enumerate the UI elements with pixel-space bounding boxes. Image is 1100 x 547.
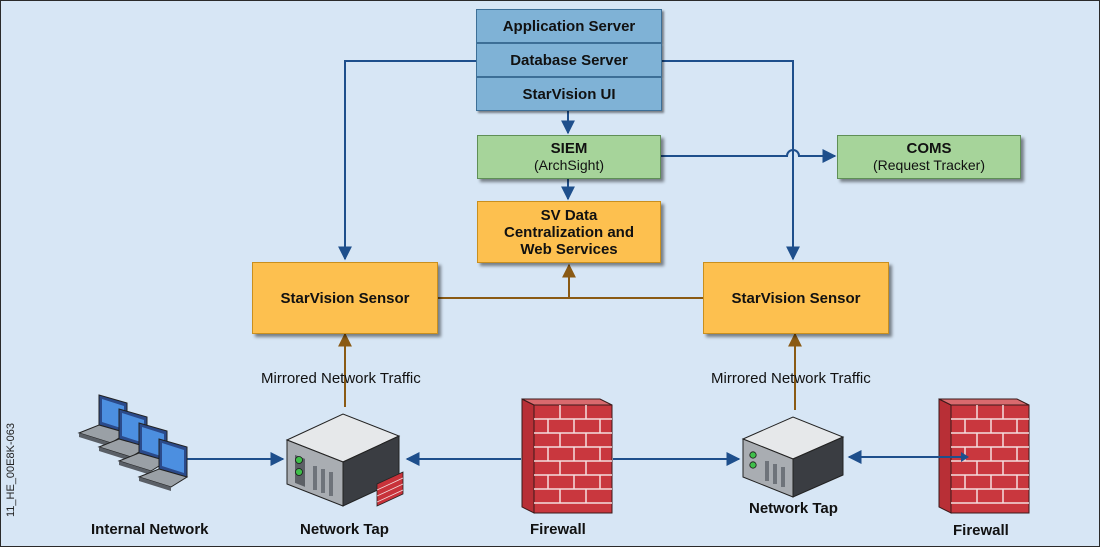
laptop-group-icon bbox=[77, 394, 189, 491]
siem-box: SIEM (ArchSight) bbox=[477, 135, 661, 179]
siem-subtitle: (ArchSight) bbox=[533, 157, 605, 173]
arrow-into-firewall bbox=[931, 452, 969, 462]
right-traffic-label: Mirrored Network Traffic bbox=[711, 370, 871, 387]
application-server-box: Application Server bbox=[476, 9, 662, 43]
starvision-ui-label: StarVision UI bbox=[522, 85, 616, 103]
left-sensor-box: StarVision Sensor bbox=[252, 262, 438, 334]
firewall-brick-icon bbox=[521, 398, 613, 514]
right-sensor-label: StarVision Sensor bbox=[731, 289, 861, 307]
network-tap-icon-right bbox=[741, 416, 845, 498]
coms-subtitle: (Request Tracker) bbox=[872, 157, 986, 173]
starvision-ui-box: StarVision UI bbox=[476, 77, 662, 111]
firewall-brick-icon-right bbox=[938, 398, 1030, 514]
database-server-label: Database Server bbox=[510, 51, 628, 69]
sv-data-line1: SV Data bbox=[540, 206, 598, 224]
sv-data-box: SV Data Centralization and Web Services bbox=[477, 201, 661, 263]
left-sensor-label: StarVision Sensor bbox=[280, 289, 410, 307]
figure-id-label: 11_HE_00E8K-063 bbox=[5, 423, 17, 517]
right-sensor-box: StarVision Sensor bbox=[703, 262, 889, 334]
arrow-stack-to-left-sensor bbox=[338, 60, 476, 261]
firewall-middle-label: Firewall bbox=[530, 521, 586, 538]
internal-network-label: Internal Network bbox=[91, 521, 209, 538]
arrow-stack-to-right-sensor bbox=[661, 60, 800, 261]
application-server-label: Application Server bbox=[502, 17, 636, 35]
left-traffic-label: Mirrored Network Traffic bbox=[261, 370, 421, 387]
coms-title: COMS bbox=[906, 140, 952, 157]
arrow-siem-to-coms bbox=[661, 149, 837, 163]
sv-data-line3: Web Services bbox=[520, 240, 618, 258]
firewall-right-label: Firewall bbox=[953, 522, 1009, 539]
database-server-box: Database Server bbox=[476, 43, 662, 77]
siem-title: SIEM bbox=[550, 140, 588, 157]
network-tap-icon bbox=[285, 413, 404, 507]
sv-data-line2: Centralization and bbox=[503, 223, 634, 241]
network-tap-left-label: Network Tap bbox=[300, 521, 389, 538]
coms-box: COMS (Request Tracker) bbox=[837, 135, 1021, 179]
network-tap-right-label: Network Tap bbox=[749, 500, 838, 517]
